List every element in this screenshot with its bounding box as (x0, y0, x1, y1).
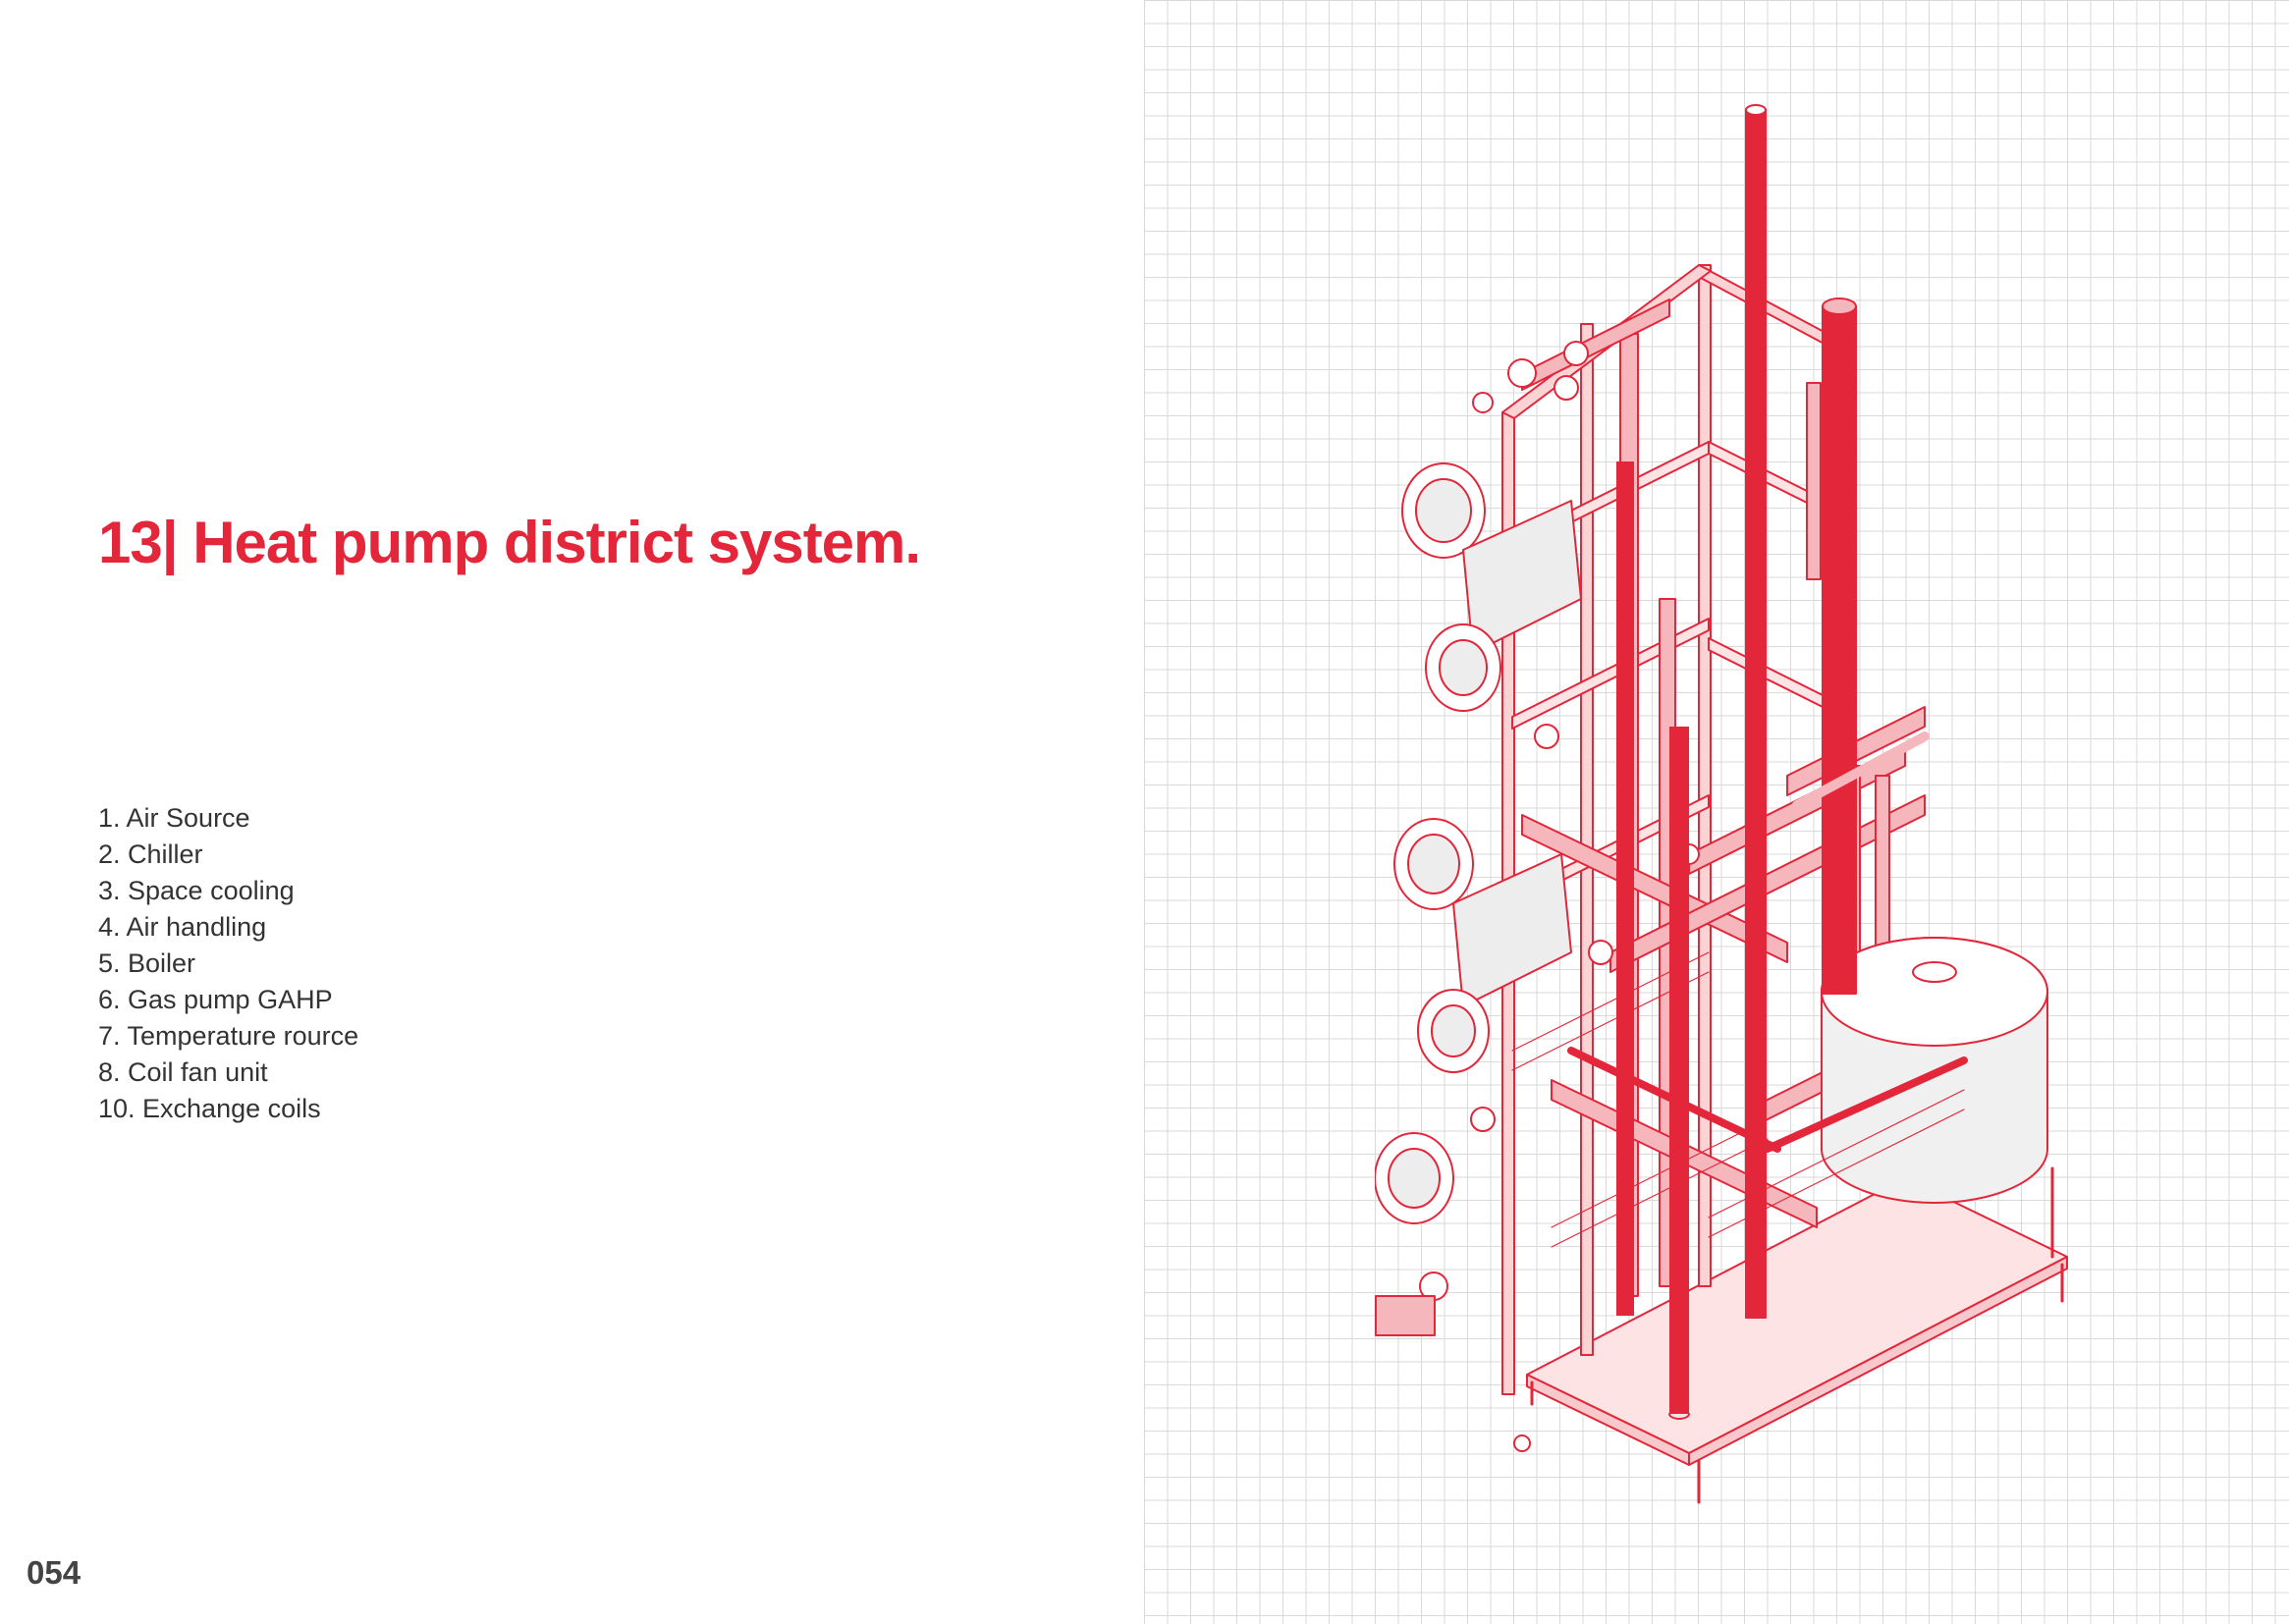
heat-pump-axonometric-diagram (1375, 104, 2068, 1504)
legend-item: 7. Temperature rource (98, 1021, 359, 1051)
page-number: 054 (27, 1554, 82, 1591)
pump-motor (1425, 623, 1501, 712)
legend-item: 2. Chiller (98, 839, 203, 869)
legend-item: 10. Exchange coils (98, 1094, 321, 1123)
legend-item: 1. Air Source (98, 803, 250, 833)
left-page: 13| Heat pump district system. 1. Air So… (0, 0, 1144, 1624)
pump-motor (1393, 818, 1572, 1007)
legend-item: 6. Gas pump GAHP (98, 985, 333, 1014)
legend-item: 8. Coil fan unit (98, 1057, 268, 1087)
base-platform-side (1688, 1256, 2068, 1466)
legend-item: 3. Space cooling (98, 876, 295, 905)
valves (1375, 341, 1700, 1452)
pump-motor (1375, 1132, 1454, 1224)
pump-motor (1401, 462, 1582, 654)
page-title: 13| Heat pump district system. (98, 510, 921, 575)
detail-lines (1511, 951, 1965, 1248)
legend-item: 5. Boiler (98, 948, 196, 978)
legend-list: 1. Air Source 2. Chiller 3. Space coolin… (98, 800, 358, 1127)
legend-item: 4. Air handling (98, 912, 267, 942)
pump-motor (1417, 989, 1490, 1073)
grid-page (1144, 0, 2289, 1624)
flue-pipes (1567, 104, 1968, 1420)
base-platform (1526, 1177, 2068, 1454)
